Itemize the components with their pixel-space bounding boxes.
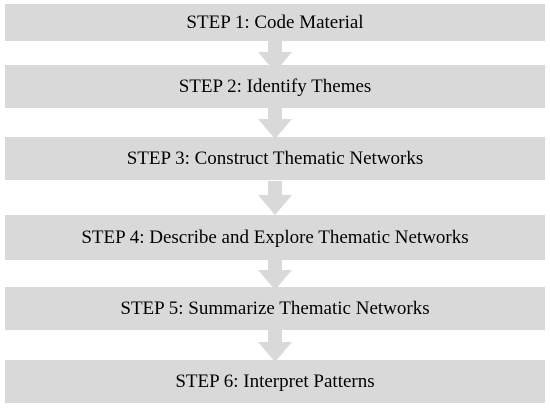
- step-4-label: STEP 4: Describe and Explore Thematic Ne…: [81, 226, 469, 248]
- down-arrow-icon: [258, 328, 292, 362]
- step-5-box: STEP 5: Summarize Thematic Networks: [5, 287, 545, 330]
- step-3-label: STEP 3: Construct Thematic Networks: [126, 147, 424, 169]
- down-arrow-icon: [258, 105, 292, 139]
- step-2-label: STEP 2: Identify Themes: [178, 75, 372, 97]
- step-5-label: STEP 5: Summarize Thematic Networks: [120, 297, 430, 319]
- step-6-label: STEP 6: Interpret Patterns: [175, 370, 375, 392]
- down-arrow-icon: [258, 256, 292, 290]
- step-2-box: STEP 2: Identify Themes: [5, 65, 545, 108]
- step-3-box: STEP 3: Construct Thematic Networks: [5, 137, 545, 180]
- down-arrow-icon: [258, 38, 292, 72]
- step-1-label: STEP 1: Code Material: [186, 11, 364, 33]
- step-4-box: STEP 4: Describe and Explore Thematic Ne…: [5, 215, 545, 260]
- down-arrow-icon: [258, 181, 292, 215]
- step-1-box: STEP 1: Code Material: [5, 4, 545, 41]
- step-6-box: STEP 6: Interpret Patterns: [5, 360, 545, 403]
